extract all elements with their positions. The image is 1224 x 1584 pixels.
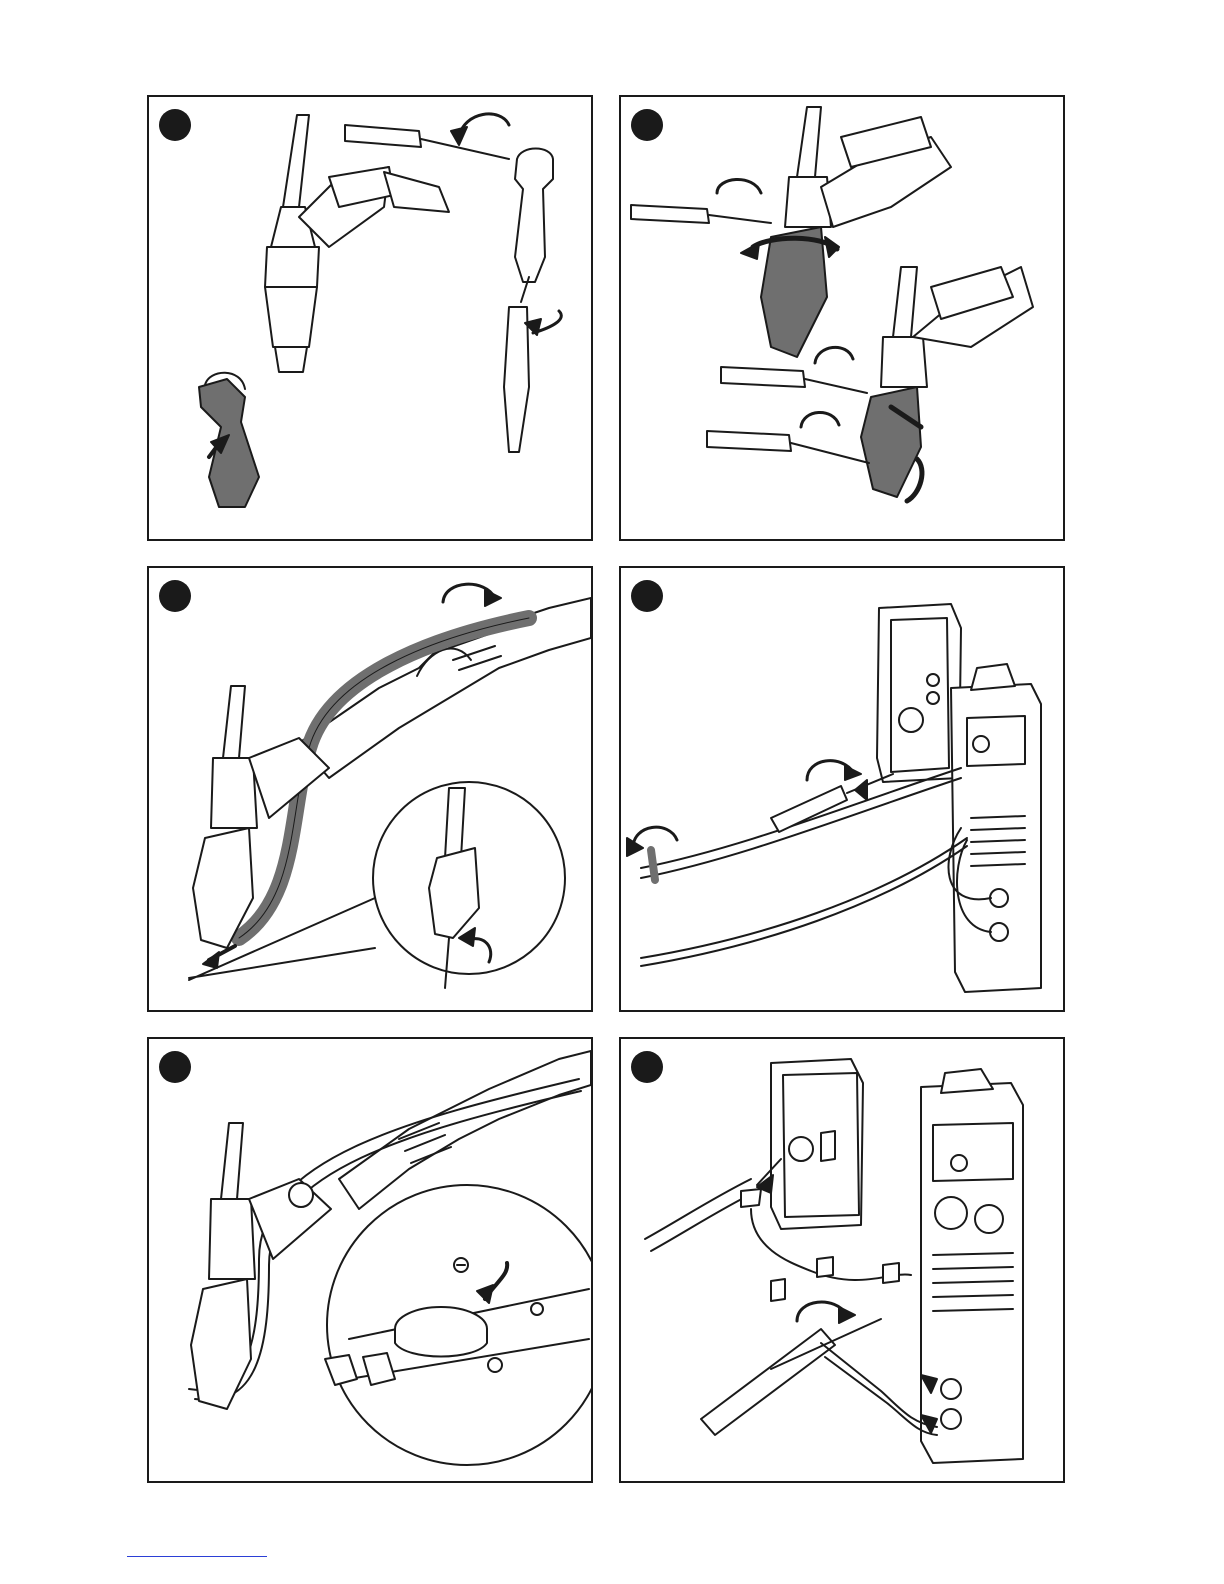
screwdriver-tighten-illustration <box>621 97 1063 539</box>
cable-routing-illustration <box>149 568 591 1010</box>
step-panel-4 <box>619 566 1065 1012</box>
step-panel-6 <box>619 1037 1065 1483</box>
step-panel-1 <box>147 95 593 541</box>
footer-rule <box>127 1556 267 1557</box>
step-panel-2 <box>619 95 1065 541</box>
torch-clamp-mount-illustration <box>149 97 591 539</box>
step-panel-3 <box>147 566 593 1012</box>
control-cable-connect-illustration <box>621 1039 1063 1481</box>
adjust-knob-detail-illustration <box>149 1039 591 1481</box>
power-source-connect-illustration <box>621 568 1063 1010</box>
step-panel-5 <box>147 1037 593 1483</box>
